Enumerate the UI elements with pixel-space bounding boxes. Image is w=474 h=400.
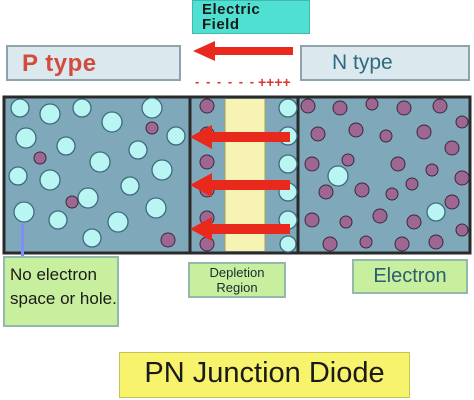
electron — [304, 156, 320, 172]
electron — [322, 236, 338, 252]
hole — [101, 111, 123, 133]
n-type-label: N type — [300, 45, 470, 81]
diagram-title: PN Junction Diode — [119, 352, 410, 398]
electron — [33, 151, 47, 165]
electron — [454, 170, 470, 186]
hole — [39, 169, 61, 191]
electron — [394, 236, 410, 252]
electron — [385, 187, 399, 201]
arrow-icon — [190, 125, 290, 149]
electron — [339, 215, 353, 229]
hole-pointer-line — [21, 224, 24, 264]
hole — [278, 154, 298, 174]
hole — [82, 228, 102, 248]
depletion-line-1: Depletion — [209, 265, 265, 280]
p-side-dots — [33, 121, 176, 248]
hole — [48, 210, 68, 230]
electron — [341, 153, 355, 167]
electron — [396, 100, 412, 116]
electric-field-label: Electric Field — [192, 0, 310, 34]
electron — [145, 121, 159, 135]
p-holes — [8, 97, 186, 248]
arrow-icon — [190, 217, 290, 241]
electron — [300, 98, 316, 114]
electron — [428, 234, 444, 250]
hole-line-1: No electron — [10, 265, 97, 284]
electron — [444, 194, 460, 210]
arrow-icon — [190, 173, 290, 197]
hole — [166, 126, 186, 146]
hole — [426, 202, 446, 222]
electron — [372, 208, 388, 224]
hole — [120, 176, 140, 196]
electron — [199, 154, 215, 170]
electron — [160, 232, 176, 248]
positive-charge-signs: ++++ — [258, 74, 291, 90]
electron — [359, 235, 373, 249]
electron — [444, 140, 460, 156]
electron — [455, 223, 469, 237]
electron — [199, 98, 215, 114]
electron — [332, 100, 348, 116]
electron — [310, 126, 326, 142]
depletion-region-label: Depletion Region — [188, 262, 286, 298]
hole — [13, 201, 35, 223]
n-side-holes — [327, 165, 446, 222]
n-region — [296, 95, 472, 255]
electron — [390, 156, 406, 172]
electron — [455, 115, 469, 129]
electron — [379, 129, 393, 143]
hole — [151, 159, 173, 181]
field-top-arrow-icon — [193, 41, 293, 61]
electron — [416, 124, 432, 140]
hole — [107, 211, 129, 233]
electron — [318, 184, 334, 200]
p-type-label: P type — [6, 45, 181, 81]
electric-field-line-1: Electric — [202, 1, 261, 18]
hole — [278, 98, 298, 118]
hole-label: No electron space or hole. — [3, 256, 119, 327]
hole — [89, 151, 111, 173]
field-arrows — [190, 125, 290, 241]
negative-charge-signs: - - - - - - — [195, 74, 256, 89]
hole — [10, 98, 30, 118]
electron — [65, 195, 79, 209]
pn-junction-diagram — [2, 95, 472, 255]
hole-line-2: space or hole. — [10, 289, 117, 308]
electron — [405, 177, 419, 191]
hole — [279, 235, 297, 253]
electric-field-line-2: Field — [202, 16, 240, 33]
hole — [39, 103, 61, 125]
electron — [304, 212, 320, 228]
electron — [365, 97, 379, 111]
electron — [406, 214, 422, 230]
electron — [432, 98, 448, 114]
hole — [141, 97, 163, 119]
hole — [72, 98, 92, 118]
electron — [354, 182, 370, 198]
hole — [56, 136, 76, 156]
electron-label: Electron — [352, 259, 468, 294]
hole — [15, 127, 37, 149]
hole — [8, 166, 28, 186]
hole — [128, 140, 148, 160]
depletion-line-2: Region — [216, 280, 258, 295]
electron — [348, 122, 364, 138]
hole — [145, 197, 167, 219]
hole — [77, 187, 99, 209]
n-electrons — [300, 97, 470, 252]
hole — [327, 165, 349, 187]
electron — [425, 163, 439, 177]
